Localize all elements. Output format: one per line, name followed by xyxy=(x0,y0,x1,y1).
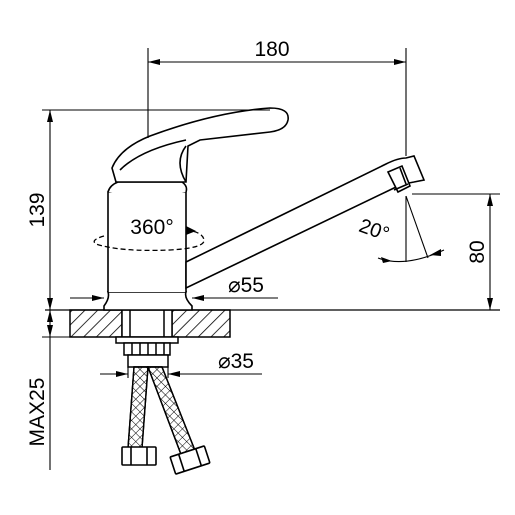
dim-overall-height xyxy=(42,109,270,310)
label-spout-reach: 180 xyxy=(254,38,289,61)
label-base-diameter: ⌀55 xyxy=(228,274,264,297)
label-overall-height: 139 xyxy=(26,192,49,227)
dim-spout-angle xyxy=(377,195,445,263)
label-shank-diameter: ⌀35 xyxy=(218,350,254,373)
label-spout-angle: 20° xyxy=(356,215,392,246)
dim-spout-reach xyxy=(147,48,407,156)
dim-base-diameter xyxy=(70,295,278,301)
braided-hoses xyxy=(127,366,197,458)
dim-spout-height xyxy=(412,193,500,310)
spout xyxy=(185,155,426,290)
dim-shank-diameter xyxy=(100,367,262,378)
label-rotation: 360° xyxy=(130,216,173,239)
shank xyxy=(115,309,179,368)
hose-fitting-left xyxy=(121,446,157,466)
rotation-indicator xyxy=(93,226,205,252)
label-max-thickness: MAX25 xyxy=(26,378,49,447)
hose-fitting-right xyxy=(169,445,211,475)
counter-slab xyxy=(69,309,231,338)
lever-handle xyxy=(111,107,289,183)
label-spout-height: 80 xyxy=(466,240,489,263)
faucet-body xyxy=(103,181,193,311)
dim-max-thickness xyxy=(42,310,70,470)
